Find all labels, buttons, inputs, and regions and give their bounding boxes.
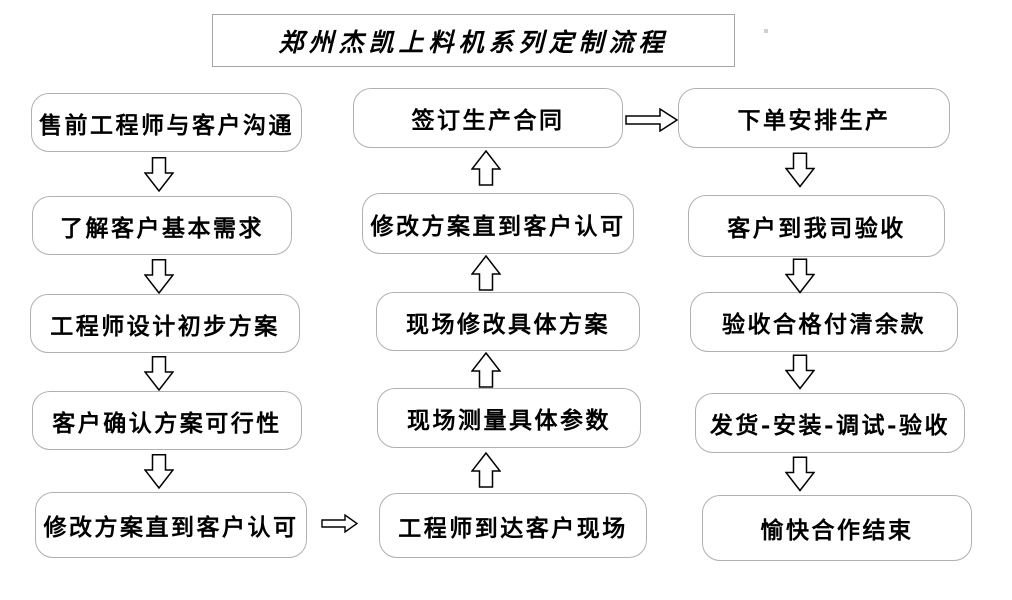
up-arrow-icon [471,255,501,291]
right-arrow-icon [625,108,678,132]
right-arrow-icon [321,514,358,533]
down-arrow-icon [144,356,174,391]
flow-node-revise-until-approved-left: 修改方案直到客户认可 [35,492,307,558]
up-arrow-icon [471,452,501,488]
down-arrow-icon [144,259,174,294]
flow-node-engineer-arrives-site: 工程师到达客户现场 [379,493,647,558]
flow-node-pay-balance: 验收合格付清余款 [690,292,958,352]
flow-node-revise-until-approved-middle: 修改方案直到客户认可 [362,193,634,254]
down-arrow-icon [144,157,174,192]
diagram-title-text: 郑州杰凯上料机系列定制流程 [278,27,669,57]
down-arrow-icon [785,152,815,188]
down-arrow-icon [785,258,815,294]
up-arrow-icon [471,150,501,186]
up-arrow-icon [471,352,501,388]
stray-dot [764,29,768,33]
flow-node-initial-design: 工程师设计初步方案 [30,294,300,353]
flow-node-understand-needs: 了解客户基本需求 [32,196,292,255]
down-arrow-icon [144,454,174,489]
flow-node-onsite-revise-plan: 现场修改具体方案 [376,292,640,351]
down-arrow-icon [785,354,815,390]
diagram-title: 郑州杰凯上料机系列定制流程 [212,14,735,67]
flow-node-order-production: 下单安排生产 [678,88,950,148]
down-arrow-icon [785,456,815,492]
flow-node-onsite-measure-params: 现场测量具体参数 [377,388,641,448]
flow-node-sign-contract: 签订生产合同 [353,88,623,148]
flow-node-ship-install-debug-accept: 发货-安装-调试-验收 [695,393,965,453]
flow-node-confirm-feasibility: 客户确认方案可行性 [32,391,302,450]
flow-node-cooperation-end: 愉快合作结束 [702,495,972,561]
flow-node-customer-acceptance: 客户到我司验收 [688,195,945,257]
flow-node-presales-communication: 售前工程师与客户沟通 [31,93,302,152]
